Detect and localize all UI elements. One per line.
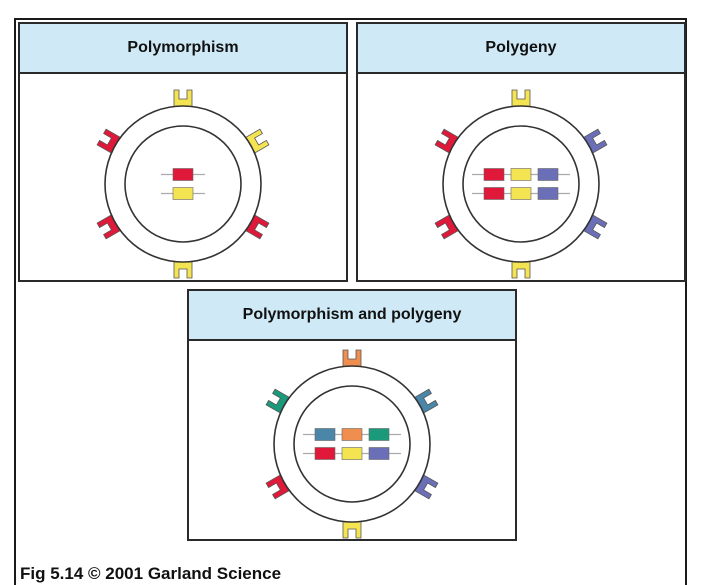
surface-molecule-yellow bbox=[511, 89, 531, 111]
cell-nucleus bbox=[124, 125, 242, 243]
panel-title-polymorphism-and-polygeny: Polymorphism and polygeny bbox=[189, 291, 515, 341]
panel-title-polymorphism: Polymorphism bbox=[20, 24, 346, 74]
gene-yellow bbox=[341, 447, 363, 460]
gene-red bbox=[483, 187, 505, 200]
figure-caption: Fig 5.14 © 2001 Garland Science bbox=[20, 564, 282, 583]
surface-molecule-yellow bbox=[342, 517, 362, 539]
gene-red bbox=[483, 168, 505, 181]
cell-diagram-polygeny bbox=[434, 89, 608, 279]
gene-yellow bbox=[510, 168, 532, 181]
gene-red bbox=[172, 168, 194, 181]
surface-molecule-yellow bbox=[173, 89, 193, 111]
gene-teal bbox=[368, 428, 390, 441]
surface-molecule-orange bbox=[342, 349, 362, 371]
panel-polymorphism: Polymorphism bbox=[18, 22, 348, 282]
panel-title-polygeny: Polygeny bbox=[358, 24, 684, 74]
surface-molecule-yellow bbox=[173, 257, 193, 279]
cell-nucleus bbox=[462, 125, 580, 243]
gene-blue bbox=[368, 447, 390, 460]
gene-yellow bbox=[172, 187, 194, 200]
gene-steel bbox=[314, 428, 336, 441]
cell-diagram-polymorphism-and-polygeny bbox=[265, 349, 439, 539]
cell-nucleus bbox=[293, 385, 411, 503]
panel-polygeny: Polygeny bbox=[356, 22, 686, 282]
cell-diagram-polymorphism bbox=[96, 89, 270, 279]
gene-blue bbox=[537, 187, 559, 200]
gene-yellow bbox=[510, 187, 532, 200]
panel-polymorphism-and-polygeny: Polymorphism and polygeny bbox=[187, 289, 517, 541]
gene-blue bbox=[537, 168, 559, 181]
surface-molecule-yellow bbox=[511, 257, 531, 279]
gene-orange bbox=[341, 428, 363, 441]
gene-red bbox=[314, 447, 336, 460]
